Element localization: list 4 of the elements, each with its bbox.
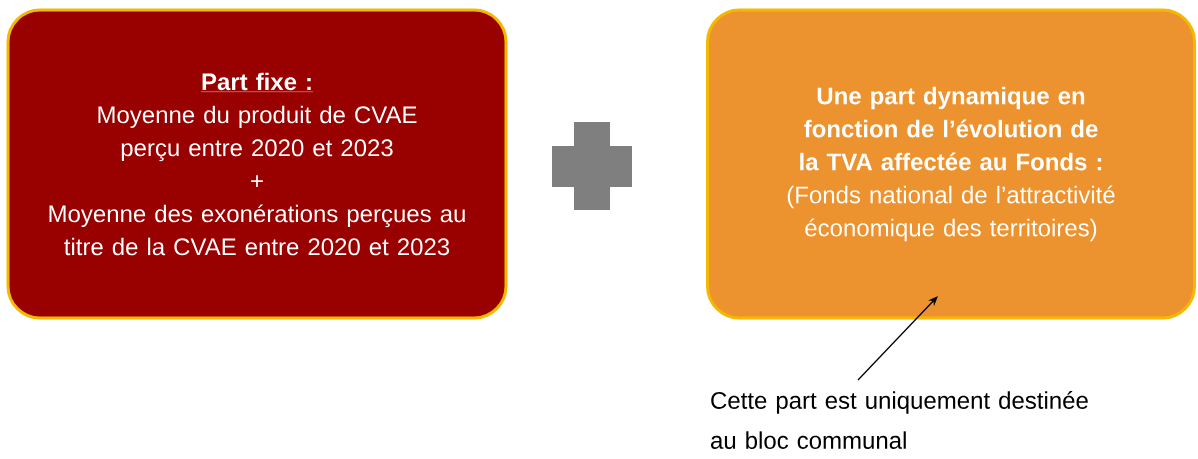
note-text: Cette part est uniquement destinée au bloc communal [711,391,1088,449]
rounded-box: Part fixe : Moyenne du produit de CVAE perçu entre 2020 et 2023 + Moyenne des exonérations perçues au titre de la CVAE entre 2020 et 2023 [6,8,508,320]
arrow [857,296,938,381]
rounded-box: Une part dynamique en fonction de l’évolution de la TVA affectée au Fonds : (Fonds national de l’attractivité économique des territoires) [706,8,1196,320]
